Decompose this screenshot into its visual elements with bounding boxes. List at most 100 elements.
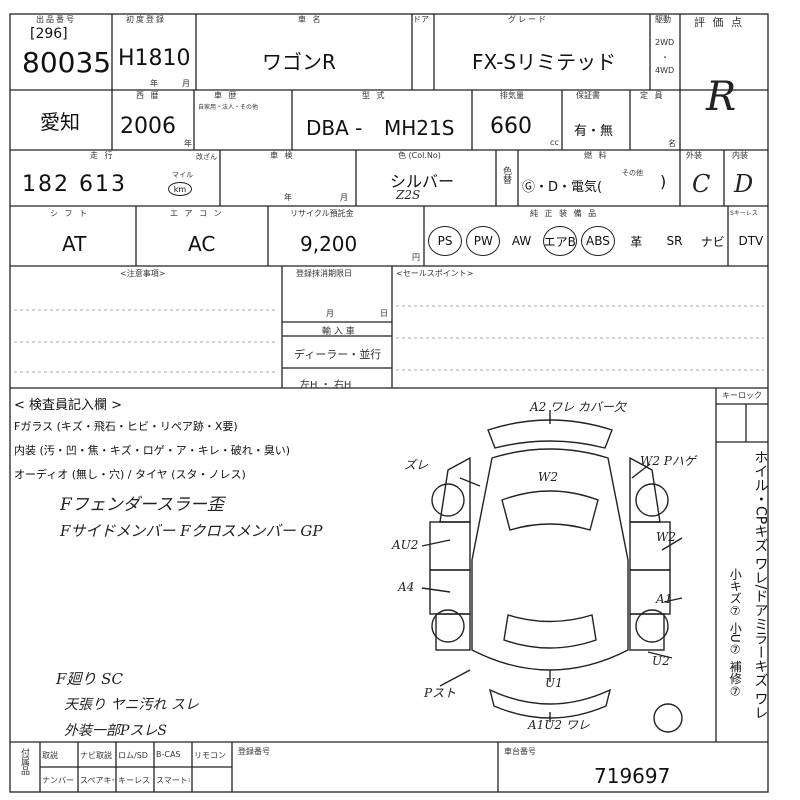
grade-label: グレード	[508, 15, 548, 24]
equipment-item: PS	[428, 226, 463, 256]
equipment-item: エアB	[542, 226, 577, 256]
drive-label: 駆動	[655, 15, 671, 24]
door-label: ドア	[413, 15, 429, 24]
capacity-label: 定 員	[640, 91, 665, 100]
attached-item: 取説	[42, 751, 58, 760]
ac-label: エ ア コ ン	[170, 209, 224, 218]
chassis-label: 車台番号	[504, 747, 536, 756]
year-unit: 年	[184, 139, 192, 148]
left-front-fender	[439, 456, 471, 523]
mileage-unit-km: km	[168, 182, 192, 196]
inspection-month-unit: 月	[340, 193, 348, 202]
reg-no-label: 登録番号	[238, 747, 270, 756]
keylock-label: キーロック	[722, 391, 762, 400]
attached-label: 付属品	[19, 748, 29, 775]
lot-number: 80035	[22, 46, 112, 79]
year-value: 2006	[120, 114, 176, 139]
attached-item: B-CAS	[156, 750, 181, 759]
fuel-close: )	[660, 172, 667, 191]
interior-label: 内装	[732, 151, 748, 160]
smartkey-label: Sキーレス	[730, 210, 758, 217]
year-label: 西 暦	[136, 91, 161, 100]
shift-value: AT	[62, 232, 87, 256]
attached-item: ロム/SD	[118, 751, 148, 760]
type-value: MH21S	[384, 116, 455, 140]
damage-mark: AU2	[392, 538, 419, 552]
exterior-value: C	[692, 170, 711, 198]
inspector-line-interior: 内装 (汚・凹・焦・キズ・ロゲ・ア・キレ・破れ・臭い)	[14, 444, 291, 457]
type-prefix: DBA -	[306, 116, 363, 140]
notes-label: <注意事項>	[120, 269, 166, 278]
damage-mark: ズレ	[404, 458, 429, 472]
history-label: 車 歴	[214, 91, 239, 100]
damage-mark: A1	[656, 592, 673, 606]
equipment-item: AW	[511, 234, 532, 248]
mileage-value: 182 613	[22, 172, 127, 197]
right-front-wheel	[635, 483, 669, 517]
color-value: シルバー	[390, 172, 455, 191]
damage-mark: W2	[538, 470, 558, 484]
mileage-unit-mile: マイル	[172, 171, 193, 179]
color-label: 色 (Col.No)	[398, 151, 441, 160]
car-damage-diagram	[421, 410, 683, 733]
exhibit-no-label: 出品番号	[36, 15, 76, 24]
first-reg-label: 初度登録	[126, 15, 166, 24]
lot-prefix: [296]	[30, 26, 68, 42]
attached-item: リモコン	[194, 751, 226, 760]
fuel-other: その他	[622, 169, 643, 177]
car-name: ワゴンR	[262, 50, 336, 74]
inspector-note-ceiling: 天張り ヤニ汚れ スレ	[64, 697, 199, 713]
inspector-line-audio: オーディオ (無し・穴) / タイヤ (スタ・ノレス)	[14, 468, 246, 481]
recycle-unit: 円	[412, 253, 420, 262]
damage-mark: W2	[656, 530, 676, 544]
damage-mark: Pスト	[424, 686, 457, 700]
first-reg-value: H1810	[118, 46, 191, 71]
capacity-unit: 名	[668, 139, 676, 148]
dealer-label: ディーラー・並行	[294, 348, 382, 361]
cc-value: 660	[490, 114, 532, 139]
attached-item: スペアキー	[80, 776, 114, 785]
inspector-title: < 検査員記入欄 >	[14, 398, 123, 413]
drive-2wd: 2WD	[655, 38, 675, 47]
left-rear-panel	[435, 613, 471, 651]
fuel-value: Ⓖ・D・電気(	[522, 180, 603, 195]
right-rear-panel	[629, 613, 665, 651]
damage-mark: A1U2 ワレ	[528, 718, 590, 732]
handle-label: 左H ・ 右H	[300, 380, 352, 391]
damage-mark: U2	[652, 654, 670, 668]
recolor-label: 色替	[501, 166, 511, 184]
attached-item: ナンバー	[42, 776, 74, 785]
recycle-value: 9,200	[300, 232, 358, 256]
mileage-label: 走 行	[90, 151, 115, 160]
recycle-label: リサイクル預託金	[290, 209, 354, 218]
exterior-label: 外装	[686, 151, 702, 160]
inspector-note-member: Fサイドメンバー Fクロスメンバー GP	[60, 522, 323, 540]
reg-deadline-label: 登録抹消期限日	[296, 269, 352, 278]
inspector-note-fender: Fフェンダースラー歪	[60, 495, 224, 515]
score-value: R	[706, 74, 737, 120]
grade: FX-Sリミテッド	[472, 50, 617, 74]
inspector-note-exterior: 外装一部PスレS	[64, 723, 168, 739]
interior-value: D	[734, 170, 754, 198]
inspection-year-unit: 年	[284, 193, 292, 202]
equipment-label: 純 正 装 備 品	[530, 209, 599, 218]
type-label: 型 式	[362, 91, 387, 100]
first-reg-year-unit: 年	[150, 79, 158, 88]
score-label: 評 価 点	[694, 16, 744, 29]
drive-4wd: 4WD	[655, 66, 675, 75]
attached-item: ナビ取説	[80, 751, 112, 760]
inspector-line-glass: Fガラス (キズ・飛石・ヒビ・リペア跡・X要)	[14, 420, 238, 433]
region: 愛知	[40, 110, 80, 134]
fuel-label: 燃 料	[584, 151, 609, 160]
sales-label: <セールスポイント>	[396, 269, 474, 278]
damage-mark: A4	[398, 580, 415, 594]
equipment-item: PW	[466, 226, 501, 256]
reg-month-label: 月	[326, 309, 334, 318]
left-front-door	[429, 521, 471, 571]
car-name-label: 車 名	[298, 15, 323, 24]
inspector-note-front: F廻り SC	[56, 670, 123, 688]
body-outline	[471, 448, 629, 671]
cc-label: 排気量	[500, 91, 524, 100]
